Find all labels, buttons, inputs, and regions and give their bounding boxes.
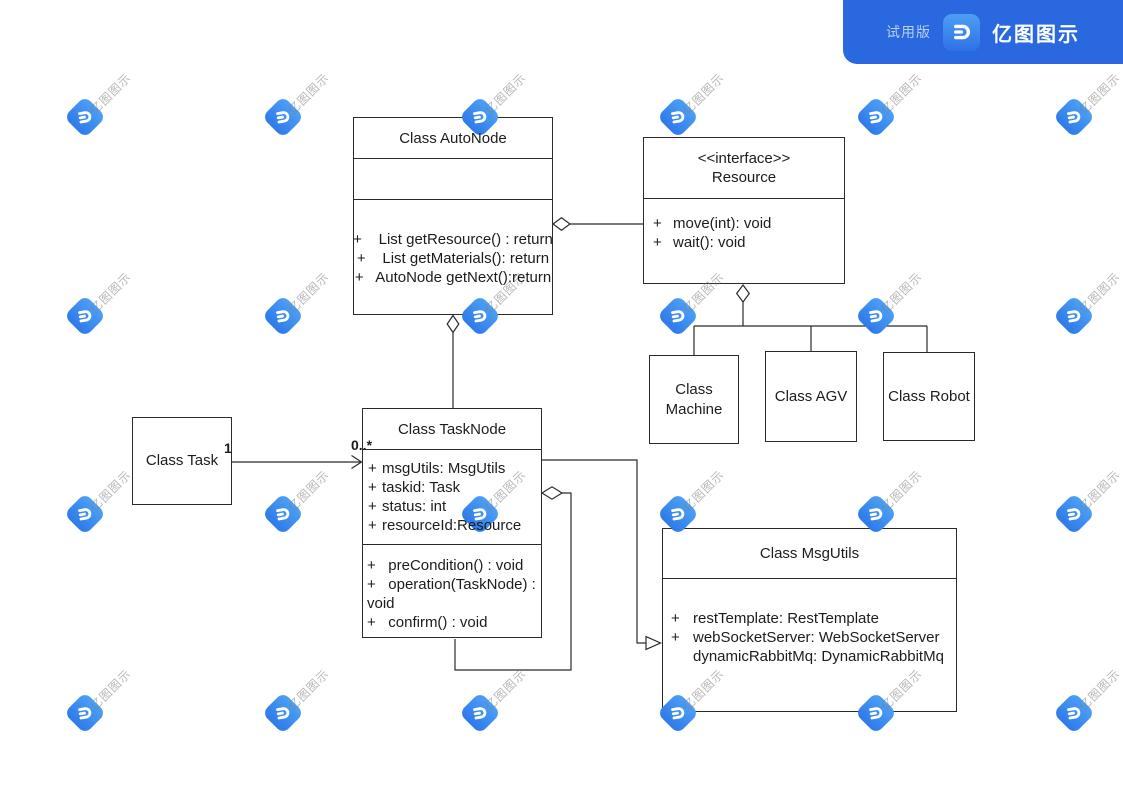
aggregation-edge-autonode-tasknode[interactable]	[446, 314, 460, 409]
class-title: Resource	[711, 169, 777, 186]
methods-compartment: + preCondition() : void + operation(Task…	[363, 544, 541, 639]
method-row: + wait(): void	[653, 234, 746, 251]
class-title: Class AGV	[774, 387, 848, 405]
attribute-row: + webSocketServer: WebSocketServer	[671, 629, 940, 646]
visibility-plus: +	[653, 215, 662, 232]
attribute-row: + restTemplate: RestTemplate	[671, 610, 879, 627]
stereotype-label: <<interface>>	[697, 150, 791, 167]
trial-version-label: 试用版	[886, 24, 931, 40]
class-title: Class MsgUtils	[759, 545, 860, 562]
method-row: + operation(TaskNode) : void	[367, 576, 541, 612]
brand-name: 亿图图示	[992, 23, 1080, 46]
methods-compartment: + List getResource() : return + List get…	[353, 199, 553, 316]
self-aggregation-edge-tasknode[interactable]	[454, 486, 572, 671]
arrow-edge-tasknode-msgutils[interactable]	[542, 459, 662, 651]
title-compartment: <<interface>> Resource	[644, 138, 844, 198]
attribute-row: + msgUtils: MsgUtils	[368, 460, 506, 477]
attributes-compartment: + restTemplate: RestTemplate + webSocket…	[663, 578, 956, 713]
class-title: Class Task	[145, 452, 219, 469]
title-compartment: Class MsgUtils	[663, 529, 956, 578]
attribute-row: + resourceId:Resource	[368, 517, 522, 534]
attribute-row: + status: int	[368, 498, 447, 515]
aggregation-tree-resource-subclasses[interactable]	[693, 283, 928, 355]
attribute-row: dynamicRabbitMq: DynamicRabbitMq	[671, 647, 952, 666]
class-title: Class TaskNode	[397, 420, 507, 438]
class-box-tasknode[interactable]: Class TaskNode + msgUtils: MsgUtils + ta…	[362, 408, 542, 638]
class-box-machine[interactable]: Class Machine	[649, 355, 739, 444]
visibility-plus: +	[368, 517, 377, 534]
attributes-compartment-empty	[354, 158, 552, 199]
visibility-plus: +	[368, 460, 377, 477]
multiplicity-label-task[interactable]: 1	[224, 440, 232, 456]
method-row: + confirm() : void	[367, 614, 488, 631]
visibility-plus	[671, 647, 693, 666]
class-box-msgutils[interactable]: Class MsgUtils + restTemplate: RestTempl…	[662, 528, 957, 712]
class-title: Class Robot	[888, 387, 970, 405]
visibility-plus: +	[653, 234, 662, 251]
method-row: + List getResource() : return	[353, 230, 553, 248]
attributes-compartment: + msgUtils: MsgUtils + taskid: Task + st…	[363, 449, 541, 544]
class-title: Class Machine	[665, 380, 723, 418]
edraw-logo-icon	[943, 13, 980, 51]
method-row: + AutoNode getNext():return	[354, 268, 552, 286]
aggregation-edge-autonode-resource[interactable]	[551, 217, 643, 231]
visibility-plus: +	[368, 479, 377, 496]
association-edge-task-tasknode[interactable]	[232, 454, 363, 470]
class-box-task[interactable]: Class Task	[132, 417, 232, 505]
class-title: Class AutoNode	[399, 129, 507, 147]
method-row: + move(int): void	[653, 215, 772, 232]
title-compartment: Class AutoNode	[354, 118, 552, 158]
class-box-robot[interactable]: Class Robot	[883, 352, 975, 441]
class-box-autonode[interactable]: Class AutoNode + List getResource() : re…	[353, 117, 553, 315]
methods-compartment: + move(int): void + wait(): void	[644, 198, 844, 285]
attribute-row: + taskid: Task	[368, 479, 461, 496]
method-row: + List getMaterials(): return	[356, 249, 550, 267]
title-compartment: Class TaskNode	[363, 409, 541, 449]
visibility-plus: +	[671, 610, 680, 627]
method-row: + preCondition() : void	[367, 557, 524, 574]
visibility-plus: +	[671, 629, 680, 646]
multiplicity-label-tasknode[interactable]: 0..*	[351, 437, 373, 453]
class-box-agv[interactable]: Class AGV	[765, 351, 857, 442]
visibility-plus: +	[368, 498, 377, 515]
trial-banner[interactable]: 试用版 亿图图示	[843, 0, 1123, 64]
class-box-resource-interface[interactable]: <<interface>> Resource + move(int): void…	[643, 137, 845, 284]
